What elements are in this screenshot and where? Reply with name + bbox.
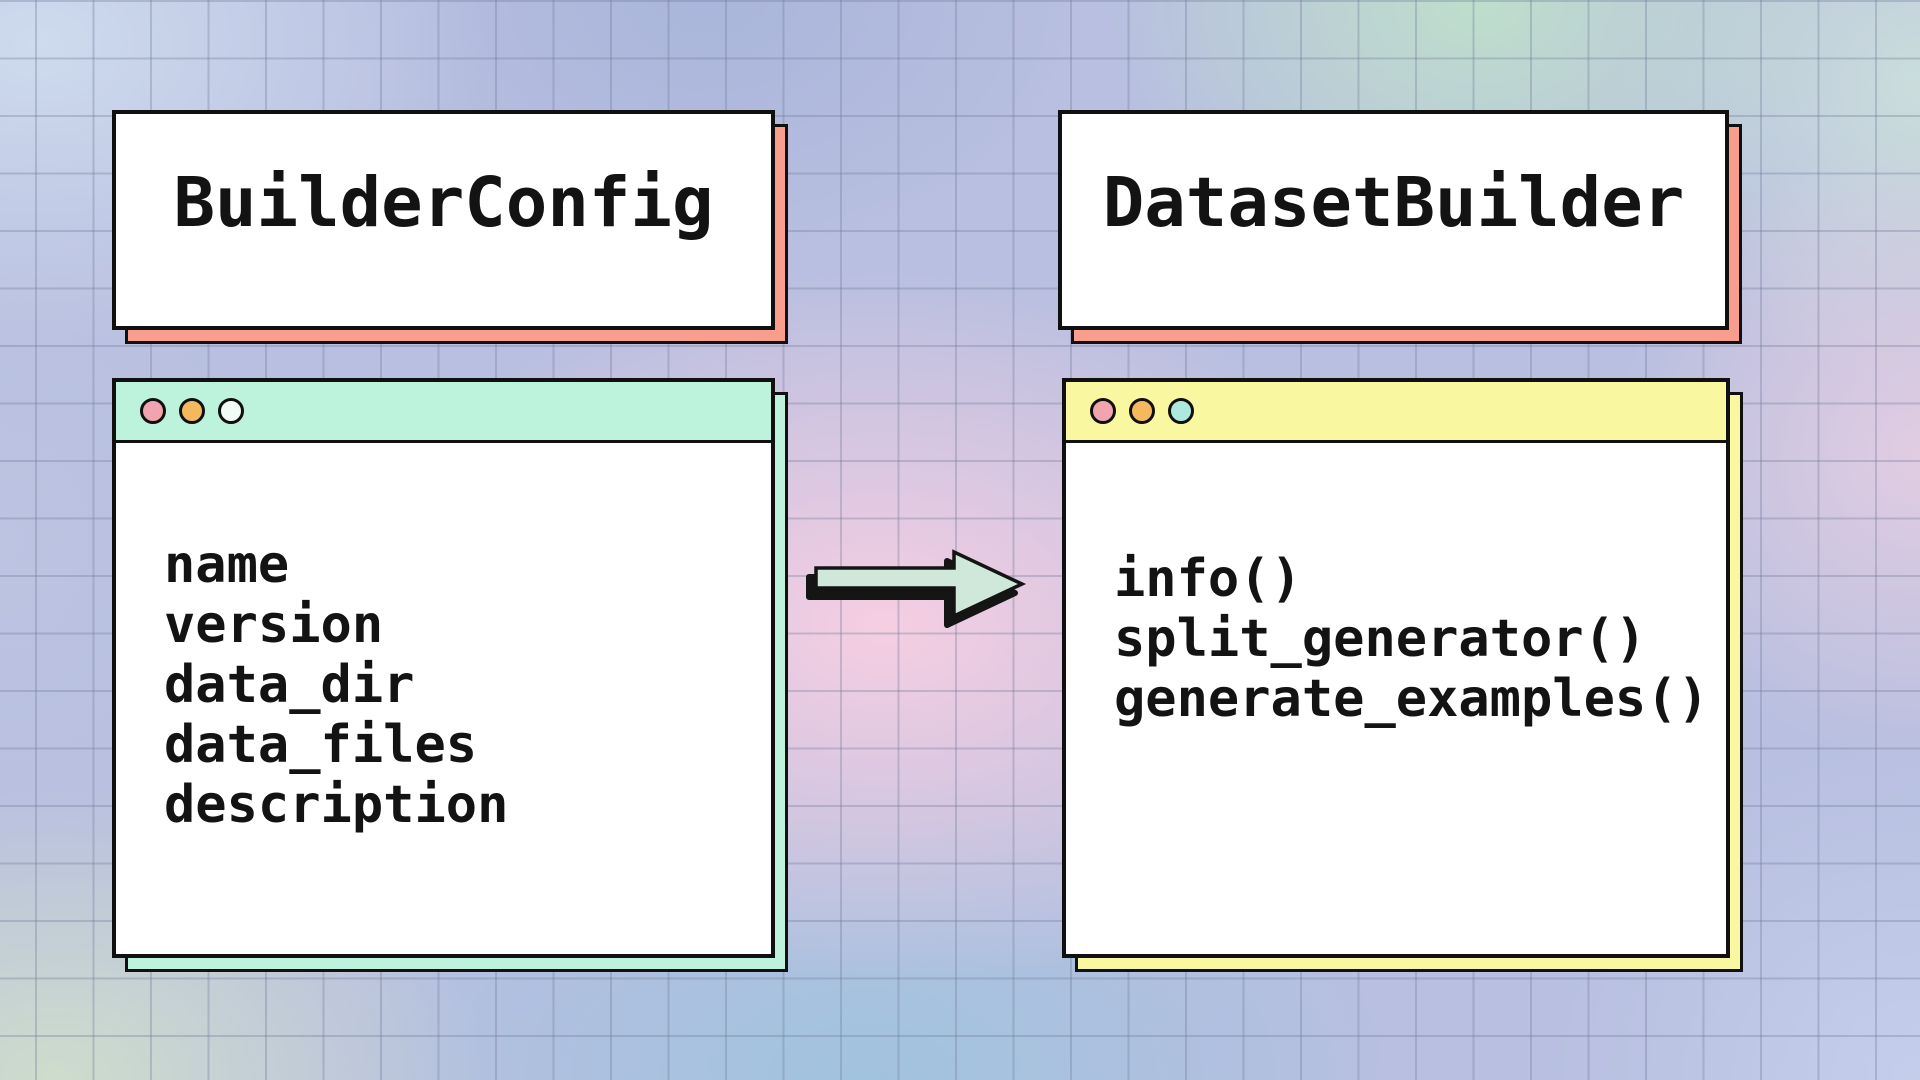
traffic-light-minimize-icon (179, 398, 205, 424)
traffic-light-close-icon (1090, 398, 1116, 424)
class-title: BuilderConfig (173, 162, 714, 243)
fields-list: name version data_dir data_files descrip… (116, 443, 771, 954)
traffic-light-zoom-icon (218, 398, 244, 424)
methods-list: info() split_generator() generate_exampl… (1066, 443, 1726, 954)
field-item: name (164, 535, 290, 595)
builderconfig-window: name version data_dir data_files descrip… (112, 378, 788, 972)
class-title: DatasetBuilder (1102, 162, 1685, 243)
datasetbuilder-title-card: DatasetBuilder (1058, 110, 1742, 344)
window-titlebar (1066, 382, 1726, 443)
field-item: description (164, 775, 509, 835)
right-arrow-icon (806, 549, 1027, 628)
builderconfig-title-card: BuilderConfig (112, 110, 788, 344)
field-item: data_files (164, 715, 478, 775)
traffic-light-minimize-icon (1129, 398, 1155, 424)
traffic-light-zoom-icon (1168, 398, 1194, 424)
method-item: generate_examples() (1114, 669, 1709, 729)
window-titlebar (116, 382, 771, 443)
field-item: version (164, 595, 384, 655)
datasetbuilder-window: info() split_generator() generate_exampl… (1062, 378, 1743, 972)
method-item: info() (1114, 549, 1302, 609)
method-item: split_generator() (1114, 609, 1647, 669)
field-item: data_dir (164, 655, 415, 715)
traffic-light-close-icon (140, 398, 166, 424)
